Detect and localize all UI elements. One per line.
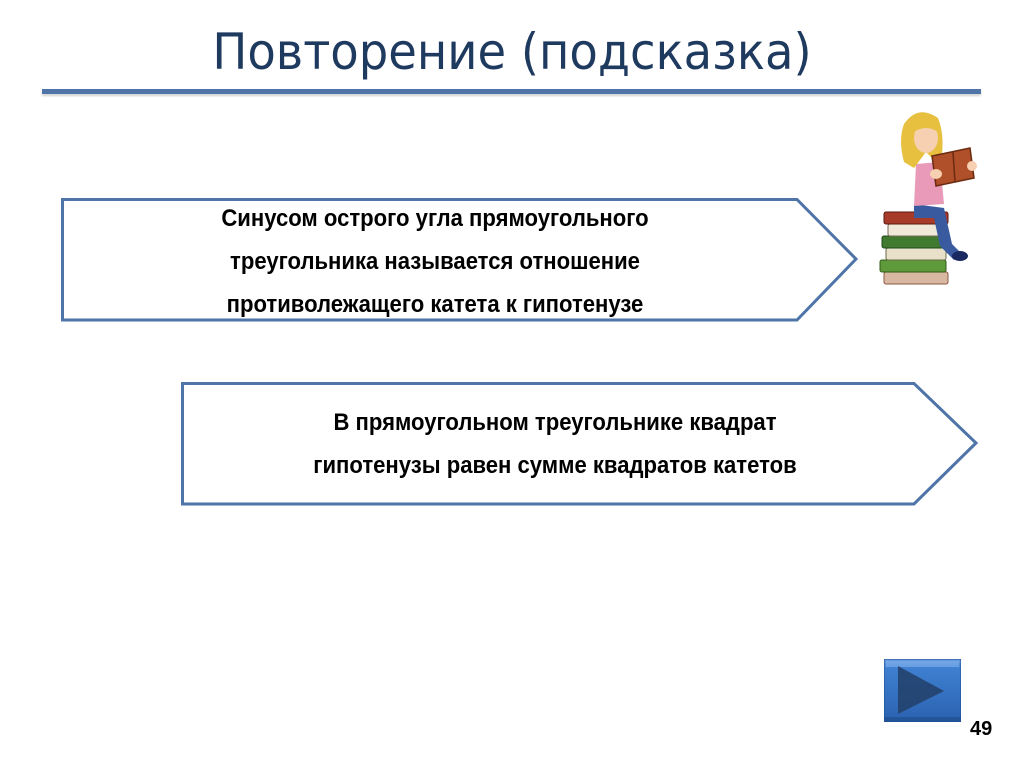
slide-title: Повторение (подсказка): [212, 23, 812, 81]
chevron-shape: [61, 198, 859, 322]
hint-box-sine-definition: Синусом острого угла прямоугольного треу…: [60, 197, 860, 323]
hint-line: В прямоугольном треугольнике квадрат: [333, 409, 777, 436]
title-underline: [42, 89, 981, 94]
hint-line: треугольника называется отношение: [230, 248, 640, 275]
play-next-icon: [898, 666, 944, 714]
hint-line: гипотенузы равен сумме квадратов катетов: [313, 452, 797, 479]
chevron-shape: [181, 382, 979, 506]
next-slide-button[interactable]: [883, 658, 962, 723]
hint-line: противолежащего катета к гипотенузе: [226, 291, 644, 318]
slide-number: 49: [970, 718, 993, 740]
hint-box-pythagorean-theorem: В прямоугольном треугольнике квадрат гип…: [180, 381, 980, 507]
hint-line: Синусом острого угла прямоугольного: [221, 205, 649, 232]
girl-reading-on-books-icon: [874, 104, 984, 296]
